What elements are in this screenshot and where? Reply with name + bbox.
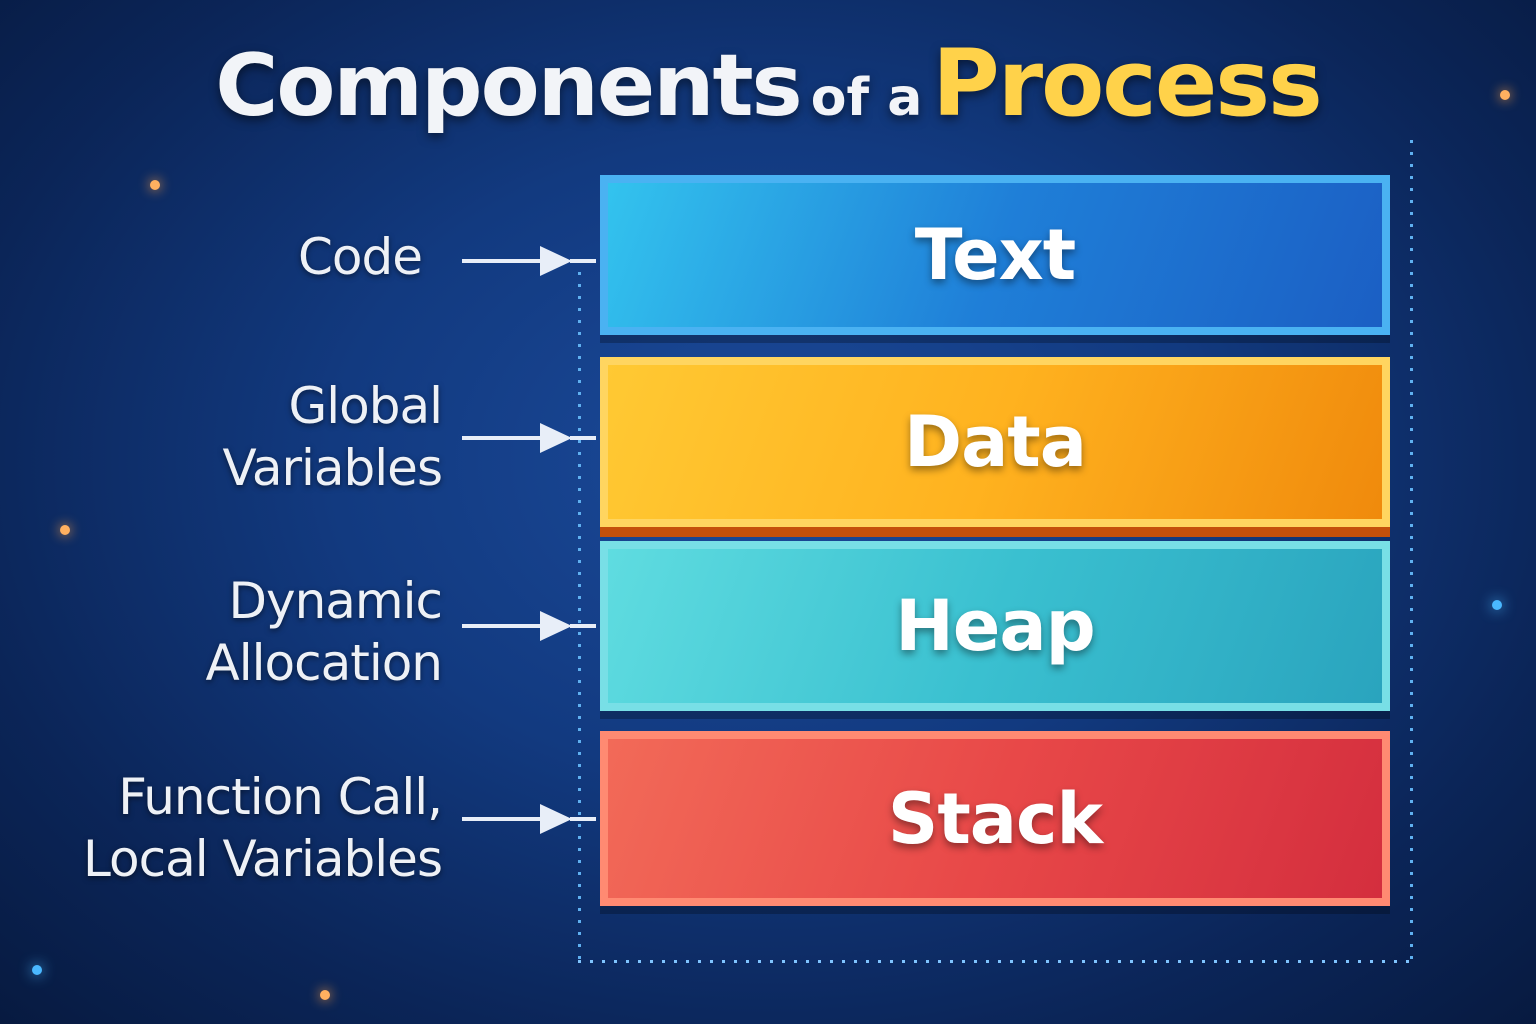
frame-left-dots <box>578 260 581 960</box>
frame-bottom-dots <box>578 960 1413 963</box>
title-part-2: of a <box>810 68 923 128</box>
background-glow-4 <box>1492 600 1502 610</box>
annotation-line: Dynamic <box>228 572 443 630</box>
background-glow-3 <box>1500 90 1510 100</box>
title-part-3: Process <box>932 30 1322 137</box>
segment-data: Data <box>600 357 1390 527</box>
annotation-line: Local Variables <box>83 830 443 888</box>
annotation-function-call: Function Call,Local Variables <box>83 766 443 890</box>
annotation-line: Allocation <box>205 634 443 692</box>
arrow-right-icon <box>462 611 596 641</box>
title-part-1: Components <box>215 36 803 136</box>
annotation-code: Code <box>297 226 423 288</box>
segment-heap-label: Heap <box>895 585 1095 667</box>
background-glow-1 <box>150 180 160 190</box>
segment-text: Text <box>600 175 1390 335</box>
annotation-line: Code <box>297 228 423 286</box>
arrow-right-icon <box>462 423 596 453</box>
background-glow-2 <box>60 525 70 535</box>
background-glow-6 <box>32 965 42 975</box>
segment-stack-label: Stack <box>887 777 1103 860</box>
annotation-line: Variables <box>222 439 443 497</box>
segment-heap: Heap <box>600 541 1390 711</box>
annotation-line: Function Call, <box>118 768 443 826</box>
segment-stack: Stack <box>600 731 1390 906</box>
arrow-right-icon <box>462 804 596 834</box>
frame-right-dots <box>1410 140 1413 962</box>
segment-text-label: Text <box>914 214 1077 296</box>
annotation-line: Global <box>288 377 443 435</box>
segment-data-label: Data <box>903 401 1087 483</box>
arrow-right-icon <box>462 246 596 276</box>
background-glow-5 <box>320 990 330 1000</box>
